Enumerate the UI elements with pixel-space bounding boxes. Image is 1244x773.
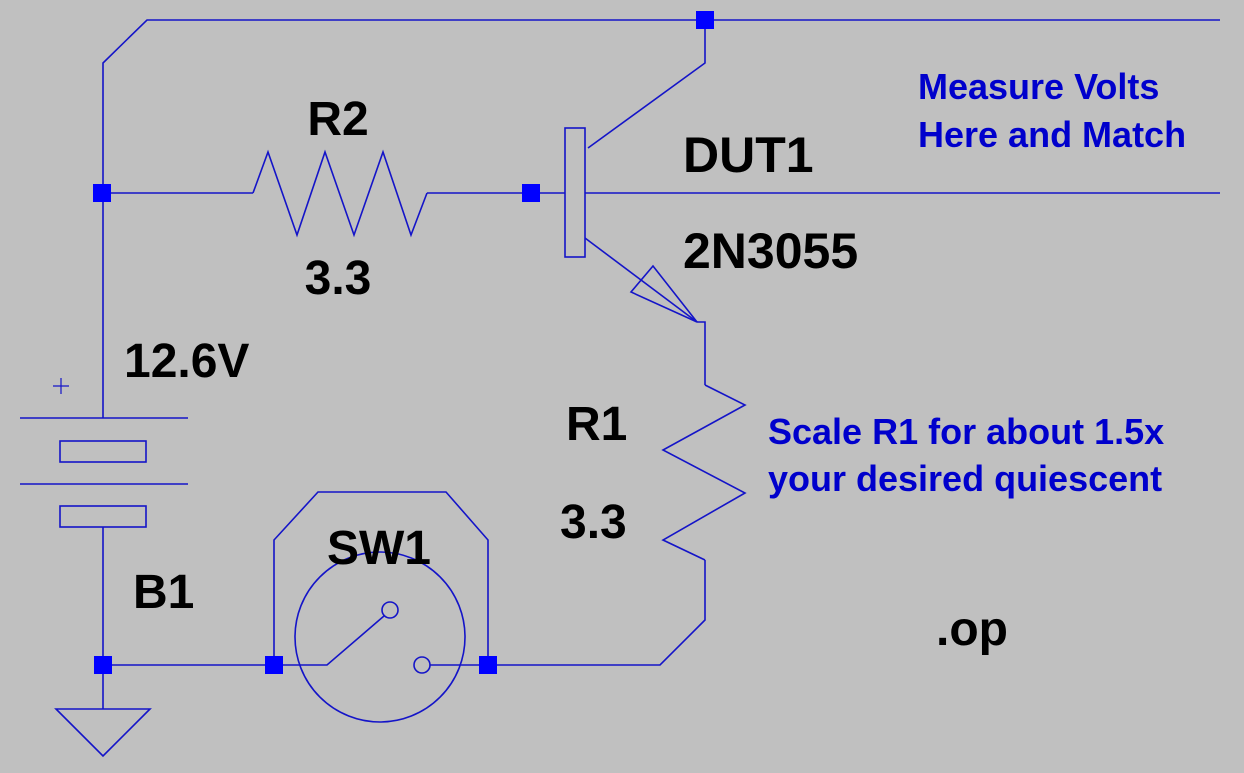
switch-icon[interactable]	[273, 491, 489, 723]
r1-value: 3.3	[560, 496, 627, 549]
r1-label: R1	[566, 398, 627, 451]
scale-note-line1: Scale R1 for about 1.5x	[768, 411, 1164, 452]
wire-switch-r1[interactable]	[488, 560, 706, 666]
r2-label: R2	[307, 93, 368, 146]
junction-nodes	[93, 11, 714, 674]
battery-plus-icon	[53, 378, 69, 394]
wire-emitter-r1[interactable]	[697, 321, 706, 385]
npn-transistor-icon[interactable]	[564, 127, 698, 323]
wires	[102, 19, 1220, 709]
node-base[interactable]	[522, 184, 540, 202]
node-switch-left[interactable]	[265, 656, 283, 674]
scale-note-line2: your desired quiescent	[768, 458, 1162, 499]
op-directive[interactable]: .op	[936, 603, 1008, 656]
node-switch-right[interactable]	[479, 656, 497, 674]
node-ground[interactable]	[94, 656, 112, 674]
wire-collector[interactable]	[587, 20, 706, 149]
r1-resistor-icon[interactable]	[661, 384, 747, 561]
battery-value: 12.6V	[124, 335, 249, 388]
r2-resistor-icon[interactable]	[252, 149, 428, 238]
node-left-r2[interactable]	[93, 184, 111, 202]
dut-label: DUT1	[683, 127, 814, 183]
node-top-collector[interactable]	[696, 11, 714, 29]
measure-note-line1: Measure Volts	[918, 66, 1159, 107]
ground-icon	[54, 708, 152, 758]
dut-value: 2N3055	[683, 223, 858, 279]
battery-label: B1	[133, 566, 194, 619]
measure-note-line2: Here and Match	[918, 114, 1186, 155]
r2-value: 3.3	[305, 252, 372, 305]
switch-label: SW1	[327, 522, 431, 575]
battery-icon[interactable]	[20, 417, 188, 528]
wire-top-rail[interactable]	[102, 19, 1220, 193]
